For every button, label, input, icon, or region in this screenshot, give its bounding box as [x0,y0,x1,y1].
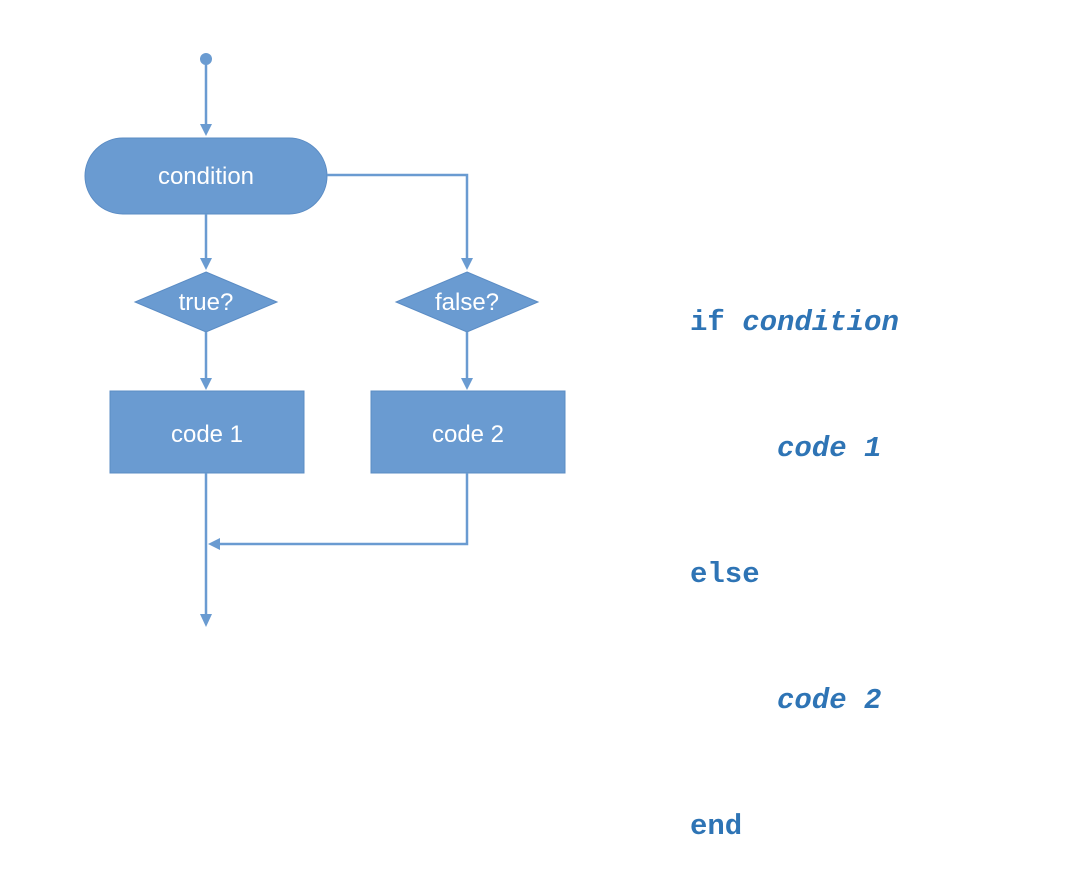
code2-node [370,390,566,474]
code-line-if: if condition [690,302,899,344]
true-decision-label: true? [179,289,234,316]
arrowhead-merge [208,538,220,550]
if-else-flowchart: condition true? false? code 1 code 2 [84,53,566,627]
condition-node-label: condition [158,163,254,190]
arrowhead-code2 [461,378,473,390]
code-code1: code 1 [777,432,882,465]
else-keyword: else [690,558,760,591]
false-decision-label: false? [435,289,499,316]
code-line-code2: code 2 [690,680,899,722]
code1-node-label: code 1 [171,421,243,448]
code2-node-label: code 2 [432,421,504,448]
arrow-code2-to-merge [220,473,469,546]
arrowhead-condition [200,124,212,136]
end-keyword: end [690,810,743,843]
code-code2: code 2 [777,684,882,717]
arrowhead-exit [200,614,212,627]
code-line-else: else [690,554,899,596]
if-keyword: if [690,306,725,339]
arrowhead-code1 [200,378,212,390]
code-line-end: end [690,806,899,848]
pseudocode-block: if condition code 1 else code 2 end [690,218,899,890]
arrowhead-true [200,258,212,270]
arrow-condition-to-false [327,173,469,258]
code-line-code1: code 1 [690,428,899,470]
start-dot [200,53,212,65]
code1-node [109,390,305,474]
code-condition: condition [742,306,899,339]
arrowhead-false [461,258,473,270]
